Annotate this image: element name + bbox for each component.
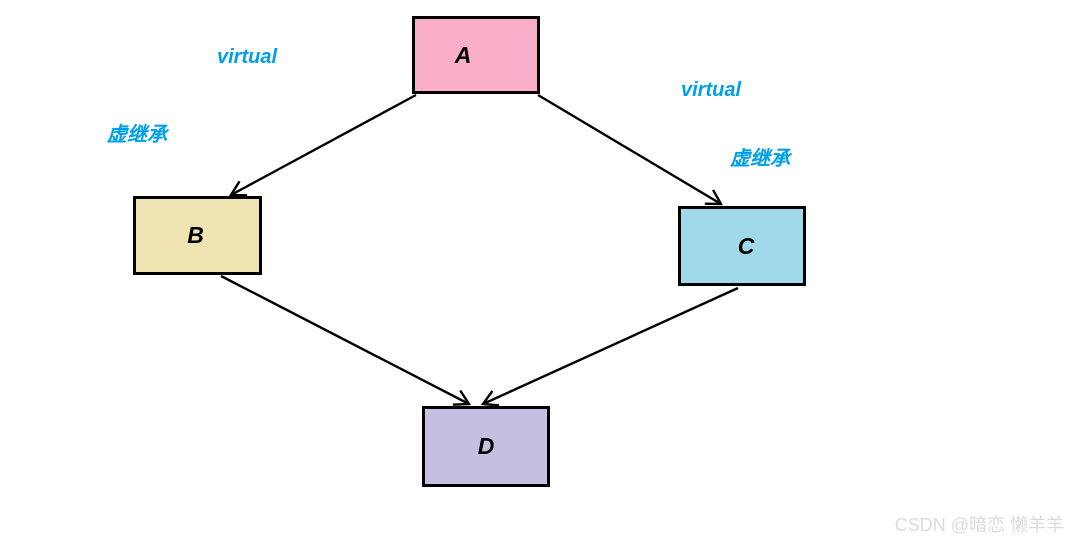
class-node-b: B: [133, 196, 262, 275]
class-node-d: D: [422, 406, 550, 487]
class-node-c-label: C: [737, 232, 755, 259]
edge-a-to-b: [231, 93, 417, 195]
edge-a-to-c: [537, 93, 721, 204]
class-node-b-label: B: [187, 222, 204, 248]
edge-c-to-d: [483, 286, 739, 404]
annotation-virtual-right: virtual: [681, 79, 742, 101]
annotation-virtual-inheritance-right: 虚继承: [730, 148, 790, 170]
class-node-a-label: A: [454, 41, 472, 68]
annotation-virtual-left: virtual: [217, 46, 278, 68]
csdn-watermark: CSDN @暗恋 懒羊羊: [894, 515, 1064, 535]
class-node-c: C: [678, 206, 806, 286]
edge-b-to-d: [220, 274, 469, 404]
class-node-d-label: D: [477, 433, 495, 459]
class-node-a: A: [412, 16, 540, 94]
annotation-virtual-inheritance-left: 虚继承: [107, 124, 167, 146]
